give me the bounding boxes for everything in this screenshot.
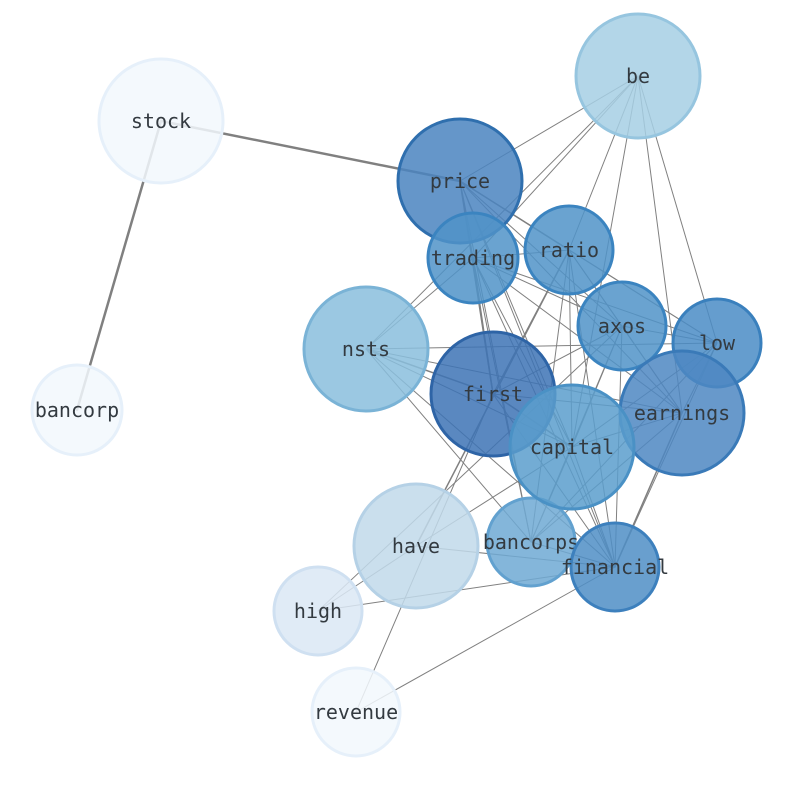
node-label-revenue: revenue: [314, 700, 398, 724]
node-label-have: have: [392, 534, 440, 558]
node-label-earnings: earnings: [634, 401, 730, 425]
node-have[interactable]: have: [352, 482, 480, 610]
node-ratio[interactable]: ratio: [523, 204, 615, 296]
node-circle-nsts[interactable]: [302, 285, 430, 413]
edge-financial-high: [317, 566, 616, 612]
node-trading[interactable]: trading: [426, 211, 520, 305]
node-price[interactable]: price: [396, 117, 524, 245]
node-circle-bancorp[interactable]: [30, 363, 124, 457]
node-axos[interactable]: axos: [576, 280, 668, 372]
node-label-price: price: [430, 169, 490, 193]
node-label-high: high: [294, 599, 342, 623]
node-label-bancorp: bancorp: [35, 398, 119, 422]
node-circle-ratio[interactable]: [523, 204, 615, 296]
node-label-low: low: [699, 331, 736, 355]
node-stock[interactable]: stock: [97, 57, 225, 185]
node-revenue[interactable]: revenue: [310, 666, 402, 758]
node-label-axos: axos: [598, 314, 646, 338]
nodes-layer: stock bancorp have high revenue be nsts bancorp…: [30, 12, 763, 758]
node-circle-be[interactable]: [574, 12, 702, 140]
node-circle-axos[interactable]: [576, 280, 668, 372]
node-label-be: be: [626, 64, 650, 88]
node-label-bancorps: bancorps: [483, 530, 579, 554]
node-circle-have[interactable]: [352, 482, 480, 610]
node-label-nsts: nsts: [342, 337, 390, 361]
node-label-ratio: ratio: [539, 238, 599, 262]
node-capital[interactable]: capital: [508, 383, 636, 511]
node-label-financial: financial: [561, 555, 669, 579]
node-circle-bancorps[interactable]: [485, 496, 577, 588]
node-circle-capital[interactable]: [508, 383, 636, 511]
node-label-stock: stock: [131, 109, 191, 133]
node-high[interactable]: high: [272, 565, 364, 657]
node-be[interactable]: be: [574, 12, 702, 140]
node-circle-revenue[interactable]: [310, 666, 402, 758]
node-circle-trading[interactable]: [426, 211, 520, 305]
node-label-first: first: [463, 382, 523, 406]
node-label-capital: capital: [530, 435, 614, 459]
node-nsts[interactable]: nsts: [302, 285, 430, 413]
node-bancorps[interactable]: bancorps: [483, 496, 579, 588]
node-label-trading: trading: [431, 246, 515, 270]
node-earnings[interactable]: earnings: [618, 349, 746, 477]
node-circle-stock[interactable]: [97, 57, 225, 185]
edge-financial-revenue: [355, 566, 616, 713]
node-financial[interactable]: financial: [561, 521, 669, 613]
node-bancorp[interactable]: bancorp: [30, 363, 124, 457]
node-circle-financial[interactable]: [569, 521, 661, 613]
node-circle-high[interactable]: [272, 565, 364, 657]
